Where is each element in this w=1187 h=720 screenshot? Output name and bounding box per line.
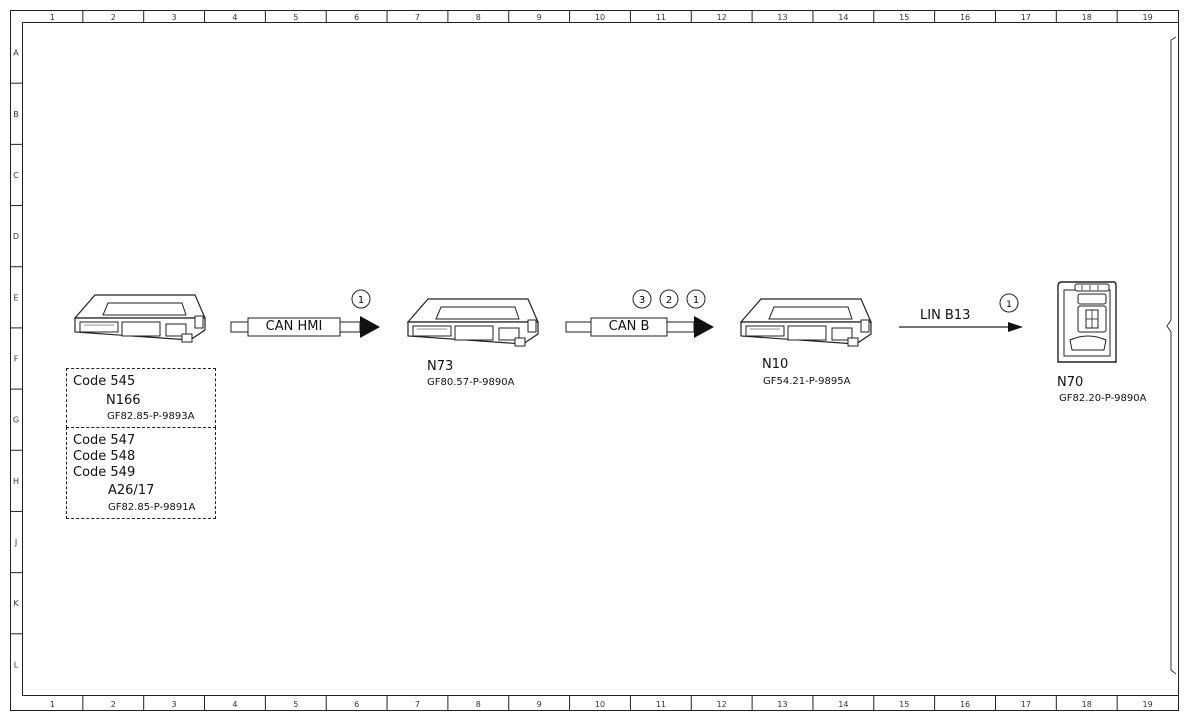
column-label: 19	[1142, 700, 1152, 709]
n70-name: N70	[1057, 375, 1084, 390]
column-label: 4	[232, 13, 237, 22]
column-label: 9	[537, 700, 542, 709]
row-label: F	[14, 355, 19, 364]
marker-can-hmi-1: 1	[351, 289, 371, 309]
marker-can-b-2: 2	[659, 289, 679, 309]
column-label: 5	[293, 13, 298, 22]
row-label: J	[14, 538, 17, 547]
can-hmi-label: CAN HMI	[265, 319, 323, 334]
column-label: 1	[50, 700, 55, 709]
row-label: D	[13, 232, 19, 241]
column-label: 8	[476, 700, 481, 709]
column-label: 11	[656, 700, 666, 709]
column-label: 2	[111, 13, 116, 22]
column-label: 9	[537, 13, 542, 22]
column-label: 3	[172, 700, 177, 709]
n70-ref: GF82.20-P-9890A	[1059, 393, 1147, 404]
svg-text:1: 1	[1006, 300, 1012, 310]
row-label: K	[13, 599, 19, 608]
column-label: 6	[354, 700, 359, 709]
row-label: L	[14, 660, 19, 669]
column-label: 7	[415, 13, 420, 22]
column-label: 10	[595, 700, 605, 709]
can-b-connection	[565, 316, 714, 338]
column-label: 13	[777, 13, 787, 22]
column-label: 18	[1082, 700, 1092, 709]
column-label: 3	[172, 13, 177, 22]
column-label: 12	[717, 13, 727, 22]
marker-can-b-3: 3	[632, 289, 652, 309]
code-548-label: Code 548	[73, 449, 136, 464]
n10-name: N10	[762, 357, 789, 372]
column-label: 15	[899, 13, 909, 22]
code-547-label: Code 547	[73, 433, 136, 448]
column-label: 15	[899, 700, 909, 709]
can-hmi-connection	[230, 316, 380, 338]
column-label: 1	[50, 13, 55, 22]
column-label: 4	[232, 700, 237, 709]
column-label: 2	[111, 700, 116, 709]
control-unit-n73-icon	[406, 298, 539, 347]
column-label: 19	[1142, 13, 1152, 22]
column-label: 11	[656, 13, 666, 22]
a26-17-name: A26/17	[108, 483, 155, 498]
column-label: 6	[354, 13, 359, 22]
column-label: 17	[1021, 700, 1031, 709]
code-545-label: Code 545	[73, 374, 136, 389]
svg-text:1: 1	[358, 295, 364, 306]
column-label: 18	[1082, 13, 1092, 22]
svg-text:3: 3	[639, 295, 645, 306]
column-label: 17	[1021, 13, 1031, 22]
column-label: 14	[838, 13, 848, 22]
column-label: 12	[717, 700, 727, 709]
n73-name: N73	[427, 359, 454, 374]
column-label: 7	[415, 700, 420, 709]
row-label: A	[13, 49, 19, 58]
column-label: 14	[838, 700, 848, 709]
column-label: 16	[960, 700, 970, 709]
column-label: 16	[960, 13, 970, 22]
column-label: 13	[777, 700, 787, 709]
svg-text:2: 2	[666, 295, 672, 306]
n166-name: N166	[106, 393, 141, 408]
code-547-549-group-box	[66, 427, 216, 519]
marker-can-b-1: 1	[686, 289, 706, 309]
control-panel-n70-icon	[1057, 281, 1117, 363]
control-unit-n10-icon	[739, 298, 872, 347]
svg-text:1: 1	[693, 295, 699, 306]
column-label: 8	[476, 13, 481, 22]
control-unit-n166-icon	[73, 294, 206, 343]
n166-ref: GF82.85-P-9893A	[107, 411, 195, 422]
column-label: 5	[293, 700, 298, 709]
a26-17-ref: GF82.85-P-9891A	[108, 502, 196, 513]
lin-b13-connection	[899, 322, 1023, 332]
n10-ref: GF54.21-P-9895A	[763, 376, 851, 387]
marker-lin-b13-1: 1	[999, 293, 1019, 313]
can-b-label: CAN B	[608, 319, 650, 334]
row-label: G	[13, 416, 19, 425]
row-ruler-left: A B C D E F G H J K L	[10, 49, 23, 669]
row-label: B	[13, 110, 19, 119]
column-label: 10	[595, 13, 605, 22]
row-label: H	[13, 477, 19, 486]
lin-b13-label: LIN B13	[920, 308, 971, 323]
n73-ref: GF80.57-P-9890A	[427, 377, 515, 388]
row-label: C	[13, 171, 19, 180]
row-label: E	[13, 293, 18, 302]
code-549-label: Code 549	[73, 465, 136, 480]
